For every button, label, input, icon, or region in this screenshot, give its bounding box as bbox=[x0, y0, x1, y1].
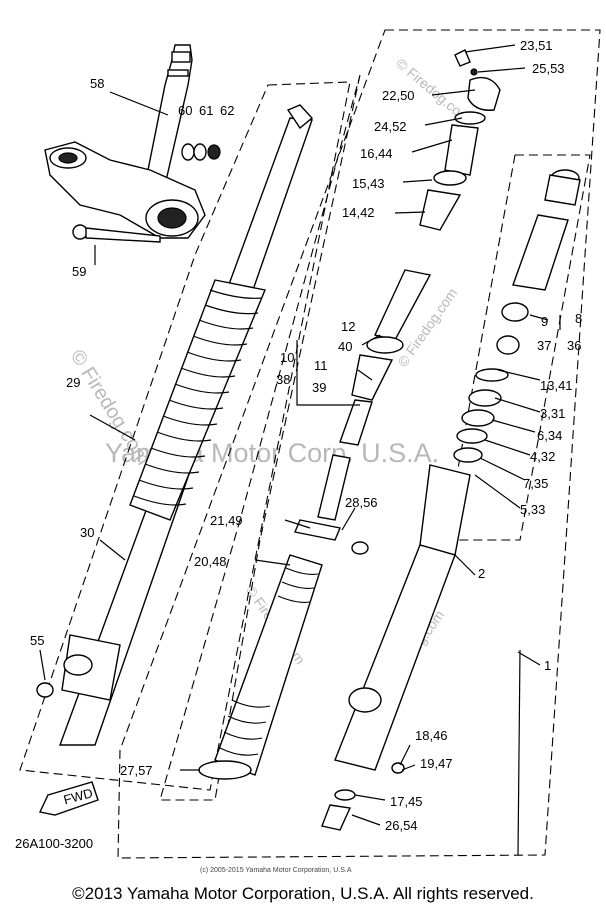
label-23-51: 23,51 bbox=[520, 38, 553, 53]
label-6-34: 6,34 bbox=[537, 428, 562, 443]
label-2: 2 bbox=[478, 566, 485, 581]
label-17-45: 17,45 bbox=[390, 794, 423, 809]
label-25-53: 25,53 bbox=[532, 61, 565, 76]
label-38: 38 bbox=[276, 372, 290, 387]
label-37: 37 bbox=[537, 338, 551, 353]
label-16-44: 16,44 bbox=[360, 146, 393, 161]
label-22-50: 22,50 bbox=[382, 88, 415, 103]
fork-boot-large bbox=[129, 279, 266, 521]
steering-stem bbox=[44, 44, 221, 239]
label-9: 9 bbox=[541, 314, 548, 329]
fwd-arrow-icon: FWD bbox=[38, 781, 99, 816]
label-4-32: 4,32 bbox=[530, 449, 555, 464]
diagram-code: 26A100-3200 bbox=[15, 836, 93, 851]
label-30: 30 bbox=[80, 525, 94, 540]
label-55: 55 bbox=[30, 633, 44, 648]
label-28-56: 28,56 bbox=[345, 495, 378, 510]
label-62: 62 bbox=[220, 103, 234, 118]
label-60: 60 bbox=[178, 103, 192, 118]
label-24-52: 24,52 bbox=[374, 119, 407, 134]
label-1: 1 bbox=[544, 658, 551, 673]
label-5-33: 5,33 bbox=[520, 502, 545, 517]
pinch-bolt-59 bbox=[72, 224, 161, 243]
label-15-43: 15,43 bbox=[352, 176, 385, 191]
outer-tube-right bbox=[321, 464, 471, 831]
label-58: 58 bbox=[90, 76, 104, 91]
fwd-label: FWD bbox=[62, 785, 94, 807]
label-10: 10 bbox=[280, 350, 294, 365]
label-11: 11 bbox=[314, 358, 328, 373]
outline-boot-group bbox=[159, 74, 361, 801]
label-19-47: 19,47 bbox=[420, 756, 453, 771]
label-29: 29 bbox=[66, 375, 80, 390]
label-59: 59 bbox=[72, 264, 86, 279]
outline-fork-assembly-left bbox=[19, 81, 351, 791]
inner-copyright: (c) 2005-2015 Yamaha Motor Corporation, … bbox=[200, 867, 352, 874]
label-14-42: 14,42 bbox=[342, 205, 375, 220]
footer-copyright: ©2013 Yamaha Motor Corporation, U.S.A. A… bbox=[72, 884, 534, 903]
label-12: 12 bbox=[341, 319, 355, 334]
label-13-41: 13,41 bbox=[540, 378, 573, 393]
label-27-57: 27,57 bbox=[120, 763, 153, 778]
label-7-35: 7,35 bbox=[523, 476, 548, 491]
leader-lines bbox=[39, 44, 561, 856]
label-18-46: 18,46 bbox=[415, 728, 448, 743]
label-8: 8 bbox=[575, 311, 582, 326]
label-39: 39 bbox=[312, 380, 326, 395]
label-20-48: 20,48 bbox=[194, 554, 227, 569]
label-36: 36 bbox=[567, 338, 581, 353]
label-21-49: 21,49 bbox=[210, 513, 243, 528]
fork-internals bbox=[294, 49, 501, 555]
label-61: 61 bbox=[199, 103, 213, 118]
fork-boot-small bbox=[198, 554, 323, 780]
label-26-54: 26,54 bbox=[385, 818, 418, 833]
outline-inner-tube-group bbox=[444, 154, 591, 541]
part-labels: 58 60 61 62 59 29 30 55 23,51 25,53 22,5… bbox=[30, 38, 582, 833]
label-3-31: 3,31 bbox=[540, 406, 565, 421]
label-40: 40 bbox=[338, 339, 352, 354]
inner-tube-parts bbox=[453, 169, 581, 463]
